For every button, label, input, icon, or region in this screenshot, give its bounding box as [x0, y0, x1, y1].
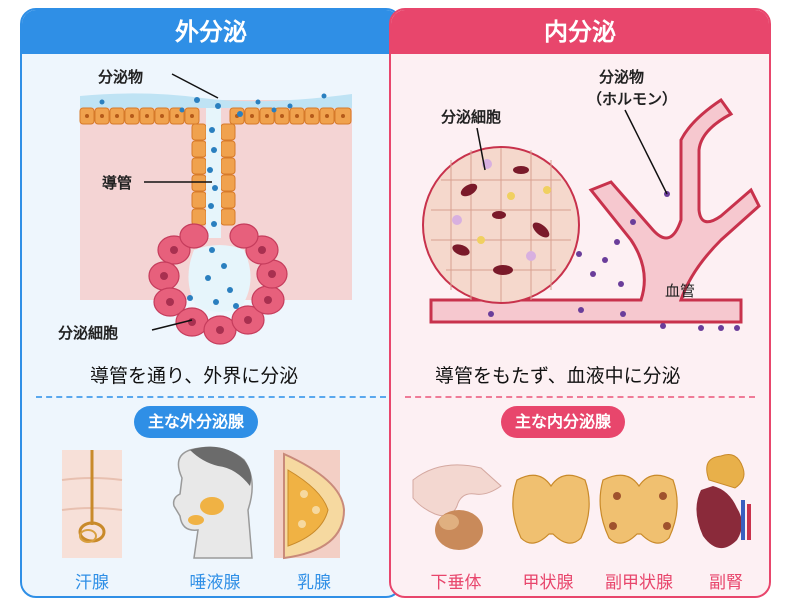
- label-secretory-cells: 分泌細胞: [58, 324, 119, 342]
- gland-label-parathyroid: 副甲状腺: [605, 573, 673, 593]
- leader-endocrine-cells: [476, 127, 486, 171]
- gland-label-pituitary: 下垂体: [430, 573, 482, 593]
- endocrine-panel: 内分泌: [389, 8, 771, 598]
- gland-label-adrenal: 副腎: [709, 573, 743, 593]
- hormone-dots: [488, 191, 740, 331]
- gland-label-salivary: 唾液腺: [189, 573, 241, 593]
- exocrine-panel: 外分泌: [20, 8, 402, 598]
- salivary-gland-image: [172, 446, 253, 559]
- acinus-lumen: [188, 245, 251, 312]
- gland-label-thyroid: 甲状腺: [522, 573, 574, 593]
- exocrine-glands-heading: 主な外分泌腺: [134, 406, 259, 438]
- label-hormone: （ホルモン）: [587, 90, 678, 108]
- sweat-gland-image: [61, 450, 123, 558]
- endocrine-title: 内分泌: [391, 10, 769, 54]
- label-duct: 導管: [102, 174, 133, 192]
- label-secretory-cells: 分泌細胞: [441, 108, 502, 126]
- exocrine-caption: 導管を通り、外界に分泌: [90, 365, 299, 387]
- exocrine-divider: [36, 396, 386, 398]
- endocrine-cell-cluster: [422, 146, 580, 304]
- endocrine-divider: [405, 396, 755, 398]
- epithelium-cells: [79, 107, 352, 238]
- label-blood-vessel: 血管: [665, 282, 696, 300]
- gland-label-sweat: 汗腺: [75, 573, 109, 593]
- thyroid-image: [512, 474, 590, 544]
- secretion-dots: [99, 93, 327, 309]
- endocrine-glands-heading: 主な内分泌腺: [501, 406, 626, 438]
- pituitary-image: [412, 464, 502, 550]
- adrenal-image: [696, 454, 751, 549]
- parathyroid-image: [599, 474, 678, 544]
- leader-hormone: [624, 109, 668, 195]
- label-secretion: 分泌物: [98, 68, 144, 86]
- mammary-gland-image: [274, 450, 346, 560]
- label-secretion: 分泌物: [599, 68, 645, 86]
- exocrine-title: 外分泌: [22, 10, 400, 54]
- endocrine-illustration: [412, 97, 761, 550]
- blood-vessel: [429, 97, 761, 324]
- leader-secretion: [171, 73, 219, 99]
- leader-secretory-cells: [151, 319, 193, 331]
- exocrine-illustration: [61, 73, 352, 560]
- gland-label-mammary: 乳腺: [297, 573, 331, 593]
- endocrine-caption: 導管をもたず、血液中に分泌: [435, 365, 681, 387]
- surface-fluid: [80, 93, 352, 108]
